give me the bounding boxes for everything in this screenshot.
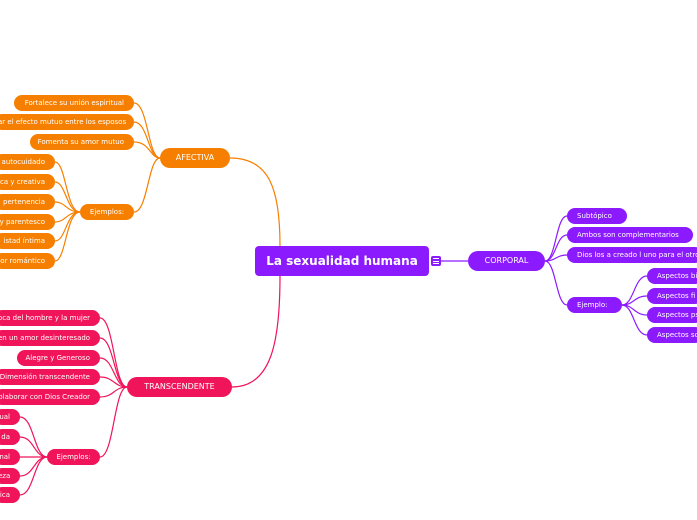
link-root-trascendente [231,275,281,388]
corporal-item[interactable]: Ambos son complementarios [567,227,693,243]
link-corporal-item [544,254,568,262]
corporal-sub[interactable]: Aspectos so [647,327,697,343]
link-corporal-sub [621,304,648,336]
link-trascendente-item [99,337,128,388]
trascendente-item[interactable]: oca del hombre y la mujer [0,310,100,326]
corporal-item[interactable]: Dios los a creado l uno para el otro [567,247,697,263]
link-trascendente-ejemplos [99,386,128,458]
afectiva-ejemplo[interactable]: y parentesco [0,214,55,230]
collapse-toggle-icon[interactable] [431,256,441,266]
corporal-ejemplo[interactable]: Ejemplo: [567,297,622,313]
afectiva-ejemplos[interactable]: Ejemplos: [80,204,134,220]
corporal-sub[interactable]: Aspectos bi [647,268,697,284]
link-corporal-item [544,215,568,262]
link-root-afectiva [229,157,281,247]
afectiva-item[interactable]: Fomenta su amor mutuo [30,134,134,150]
afectiva-ejemplo[interactable]: autocuidado [0,154,55,170]
link-trascendente-ejemplo [19,416,48,458]
corporal-item[interactable]: Subtópico [567,208,627,224]
corporal-sub[interactable]: Aspectos fi [647,288,697,304]
trascendente-item[interactable]: en un amor desinteresado [0,330,100,346]
link-afectiva-item [133,141,161,159]
trascendente-item[interactable]: olaborar con Dios Creador [0,389,100,405]
afectiva-ejemplo[interactable]: istad íntima [0,233,55,249]
link-trascendente-ejemplo [19,456,48,477]
link-trascendente-item [99,386,128,398]
trascendente-ejemplo[interactable]: ica [0,487,20,503]
branch-trascendente[interactable]: TRANSCENDENTE [127,377,232,397]
link-afectiva-ejemplo [54,211,81,262]
trascendente-ejemplo[interactable]: ual [0,409,20,425]
afectiva-ejemplo[interactable]: pertenencia [0,194,55,210]
afectiva-item[interactable]: ar el efecto mutuo entre los esposos [0,114,134,130]
afectiva-ejemplo[interactable]: ca y creativa [0,174,55,190]
branch-corporal[interactable]: CORPORAL [468,251,545,271]
trascendente-item[interactable]: Dimensión transcendente [0,369,100,385]
link-trascendente-ejemplo [19,436,48,458]
link-trascendente-item [99,317,128,388]
afectiva-ejemplo[interactable]: or romántico [0,253,55,269]
link-trascendente-ejemplo [19,456,48,496]
trascendente-ejemplo[interactable]: da [0,429,20,445]
branch-afectiva[interactable]: AFECTIVA [160,148,230,168]
trascendente-item[interactable]: Alegre y Generoso [17,350,100,366]
trascendente-ejemplos[interactable]: Ejemplos: [47,449,100,465]
corporal-sub[interactable]: Aspectos ps [647,307,697,323]
afectiva-item[interactable]: Fortalece su unión espiritual [14,95,134,111]
trascendente-ejemplo[interactable]: eza [0,468,20,484]
link-corporal-ejemplo [544,260,568,306]
link-afectiva-ejemplo [54,161,81,213]
link-afectiva-ejemplo [54,181,81,213]
link-afectiva-ejemplos [133,157,161,213]
trascendente-ejemplo[interactable]: nal [0,449,20,465]
link-afectiva-item [133,102,161,159]
root-topic[interactable]: La sexualidad humana [255,246,429,276]
